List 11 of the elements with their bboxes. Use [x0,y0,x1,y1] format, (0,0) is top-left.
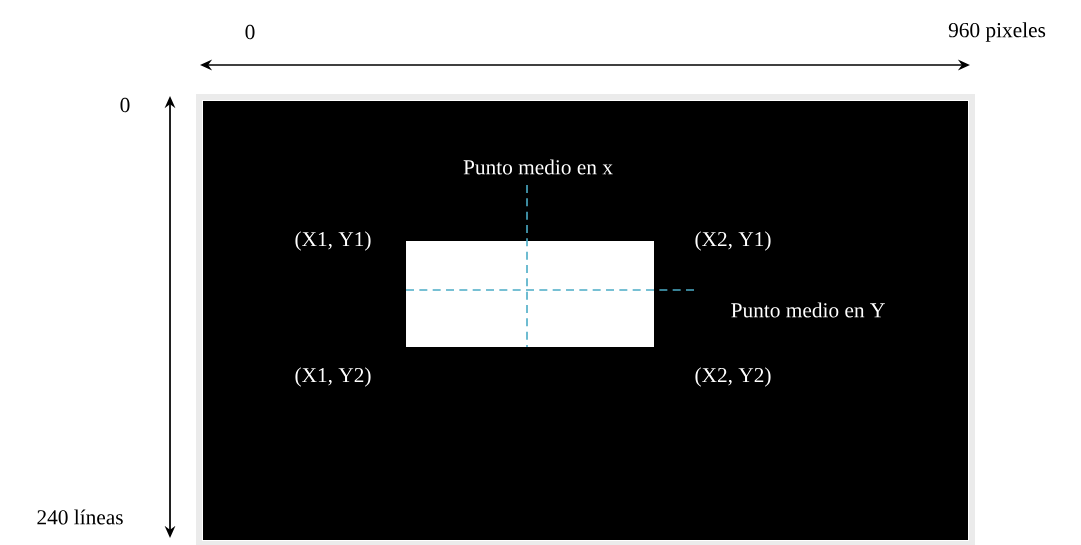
axis-label: (X2, Y1) [695,231,771,251]
axis-label: 240 líneas [37,509,123,525]
axis-label: (X1, Y1) [295,231,371,251]
axis-label: 0 [245,24,255,40]
axis-label: (X2, Y2) [695,367,771,387]
axis-label: (X1, Y2) [295,367,371,387]
axis-label: Punto medio en Y [731,302,885,318]
object-rectangle [406,241,654,347]
axis-label: Punto medio en x [463,159,613,175]
axis-label: 960 pixeles [948,22,1046,42]
axis-label: 0 [120,97,130,113]
